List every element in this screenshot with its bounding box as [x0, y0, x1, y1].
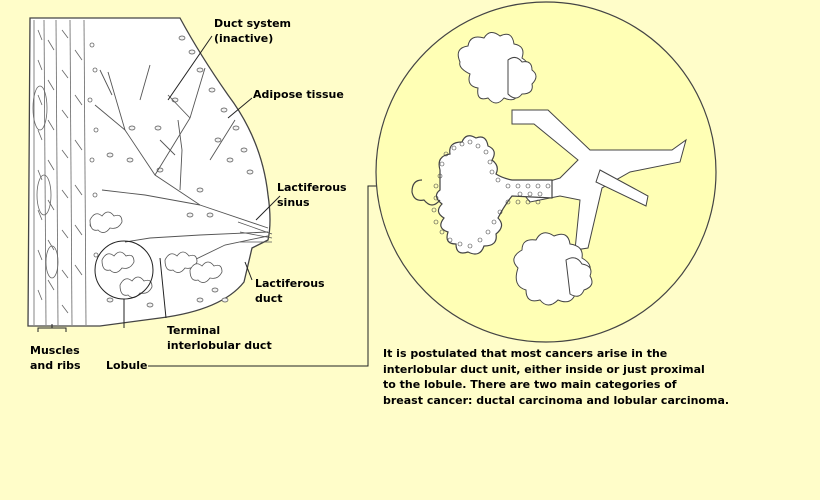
label-adipose-tissue: Adipose tissue	[253, 88, 344, 101]
label-muscles-and-ribs: Muscles and ribs	[30, 343, 81, 373]
caption-text: It is postulated that most cancers arise…	[383, 346, 743, 408]
adipose-blobs	[106, 35, 254, 308]
label-lactiferous-sinus: Lactiferous sinus	[277, 180, 347, 210]
label-muscles-line1: Muscles	[30, 344, 80, 357]
label-lactiferous-duct: Lactiferous duct	[255, 276, 325, 306]
label-muscles-line2: and ribs	[30, 359, 81, 372]
lobule-clusters	[89, 211, 223, 298]
label-duct-system-line1: Duct system	[214, 17, 292, 30]
magnified-lobule-bottom	[513, 232, 593, 306]
label-terminal-duct-line2: interlobular duct	[167, 339, 272, 352]
magnified-view-circle	[375, 1, 717, 343]
label-lactiferous-duct-line2: duct	[255, 292, 283, 305]
muscles-and-ribs-band	[32, 19, 99, 326]
label-terminal-interlobular-duct: Terminal interlobular duct	[167, 323, 272, 353]
label-duct-system-line2: (inactive)	[214, 32, 274, 45]
magnified-lobule-active	[411, 135, 553, 255]
caption-line-3: to the lobule. There are two main catego…	[383, 378, 677, 391]
label-lactiferous-sinus-line1: Lactiferous	[277, 181, 347, 194]
breast-section-outline	[27, 17, 271, 327]
label-lobule: Lobule	[106, 359, 148, 372]
leader-lines	[37, 35, 378, 367]
duct-system-branches	[94, 64, 269, 263]
magnified-cell-lining	[431, 139, 551, 249]
caption-line-4: breast cancer: ductal carcinoma and lobu…	[383, 393, 730, 407]
label-lactiferous-sinus-line2: sinus	[277, 196, 310, 209]
label-lactiferous-duct-line1: Lactiferous	[255, 277, 325, 290]
magnified-lobule-top	[457, 32, 537, 104]
label-duct-system: Duct system (inactive)	[214, 16, 291, 46]
caption-line-2: interlobular duct unit, either inside or…	[383, 362, 705, 376]
caption-line-1: It is postulated that most cancers arise…	[383, 347, 668, 360]
label-terminal-duct-line1: Terminal	[167, 324, 221, 337]
lactiferous-sinus	[237, 221, 273, 243]
